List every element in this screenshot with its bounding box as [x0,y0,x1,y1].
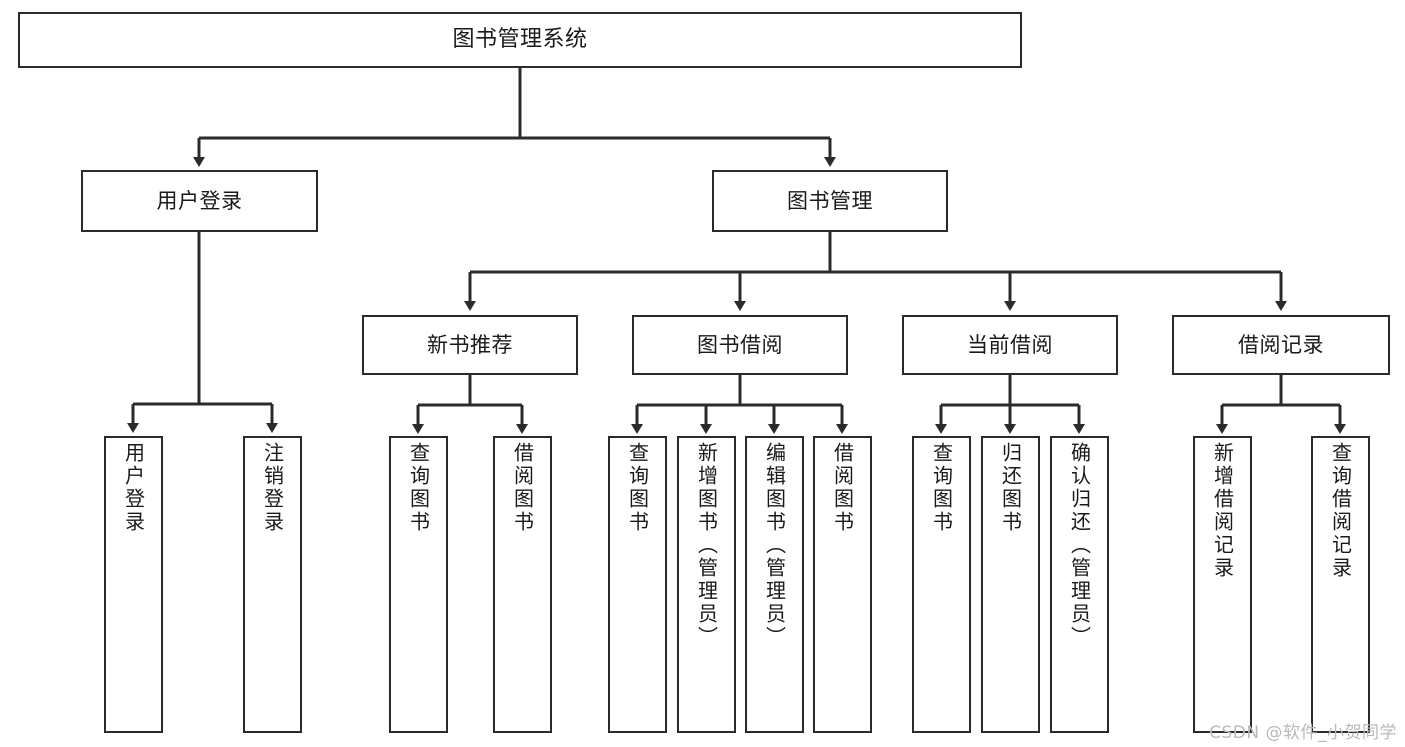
node-label: 借阅图书 [830,442,855,534]
node-label: 查询图书 [406,442,431,534]
leaf-borrow-record-add-record[interactable]: 新增借阅记录 [1193,436,1252,733]
node-label: 用户登录 [156,188,243,213]
node-label: 确认归还（管理员） [1067,442,1092,649]
node-label: 图书管理 [787,188,873,213]
node-label: 查询图书 [625,442,650,534]
node-label: 借阅记录 [1238,332,1324,357]
node-label: 图书管理系统 [452,27,588,53]
node-label: 用户登录 [121,442,146,534]
node-borrow-record[interactable]: 借阅记录 [1172,315,1390,375]
node-user-login[interactable]: 用户登录 [81,170,318,232]
node-root-book-management-system[interactable]: 图书管理系统 [18,12,1022,68]
node-label: 查询图书 [929,442,954,534]
leaf-borrow-record-query-record[interactable]: 查询借阅记录 [1311,436,1370,733]
node-label: 当前借阅 [967,332,1053,357]
leaf-book-borrow-edit-book-admin[interactable]: 编辑图书（管理员） [745,436,804,733]
node-current-borrow[interactable]: 当前借阅 [902,315,1118,375]
leaf-current-borrow-return-book[interactable]: 归还图书 [981,436,1040,733]
leaf-new-book-borrow-book[interactable]: 借阅图书 [493,436,552,733]
node-book-borrow[interactable]: 图书借阅 [632,315,848,375]
node-label: 新增借阅记录 [1210,442,1235,580]
leaf-current-borrow-query-book[interactable]: 查询图书 [912,436,971,733]
leaf-book-borrow-query-book[interactable]: 查询图书 [608,436,667,733]
node-label: 归还图书 [998,442,1023,534]
leaf-book-borrow-add-book-admin[interactable]: 新增图书（管理员） [677,436,736,733]
node-label: 图书借阅 [697,332,783,357]
leaf-user-login-login[interactable]: 用户登录 [104,436,163,733]
node-label: 查询借阅记录 [1328,442,1353,580]
leaf-user-login-logout[interactable]: 注销登录 [243,436,302,733]
leaf-book-borrow-borrow-book[interactable]: 借阅图书 [813,436,872,733]
node-label: 注销登录 [260,442,285,534]
leaf-new-book-query-book[interactable]: 查询图书 [389,436,448,733]
node-label: 编辑图书（管理员） [762,442,787,649]
node-label: 新增图书（管理员） [694,442,719,649]
node-new-book-recommend[interactable]: 新书推荐 [362,315,578,375]
leaf-current-borrow-confirm-return-admin[interactable]: 确认归还（管理员） [1050,436,1109,733]
watermark-text: CSDN @软件_小贺同学 [1209,723,1397,743]
node-label: 借阅图书 [510,442,535,534]
node-label: 新书推荐 [427,332,513,357]
node-book-management[interactable]: 图书管理 [712,170,948,232]
